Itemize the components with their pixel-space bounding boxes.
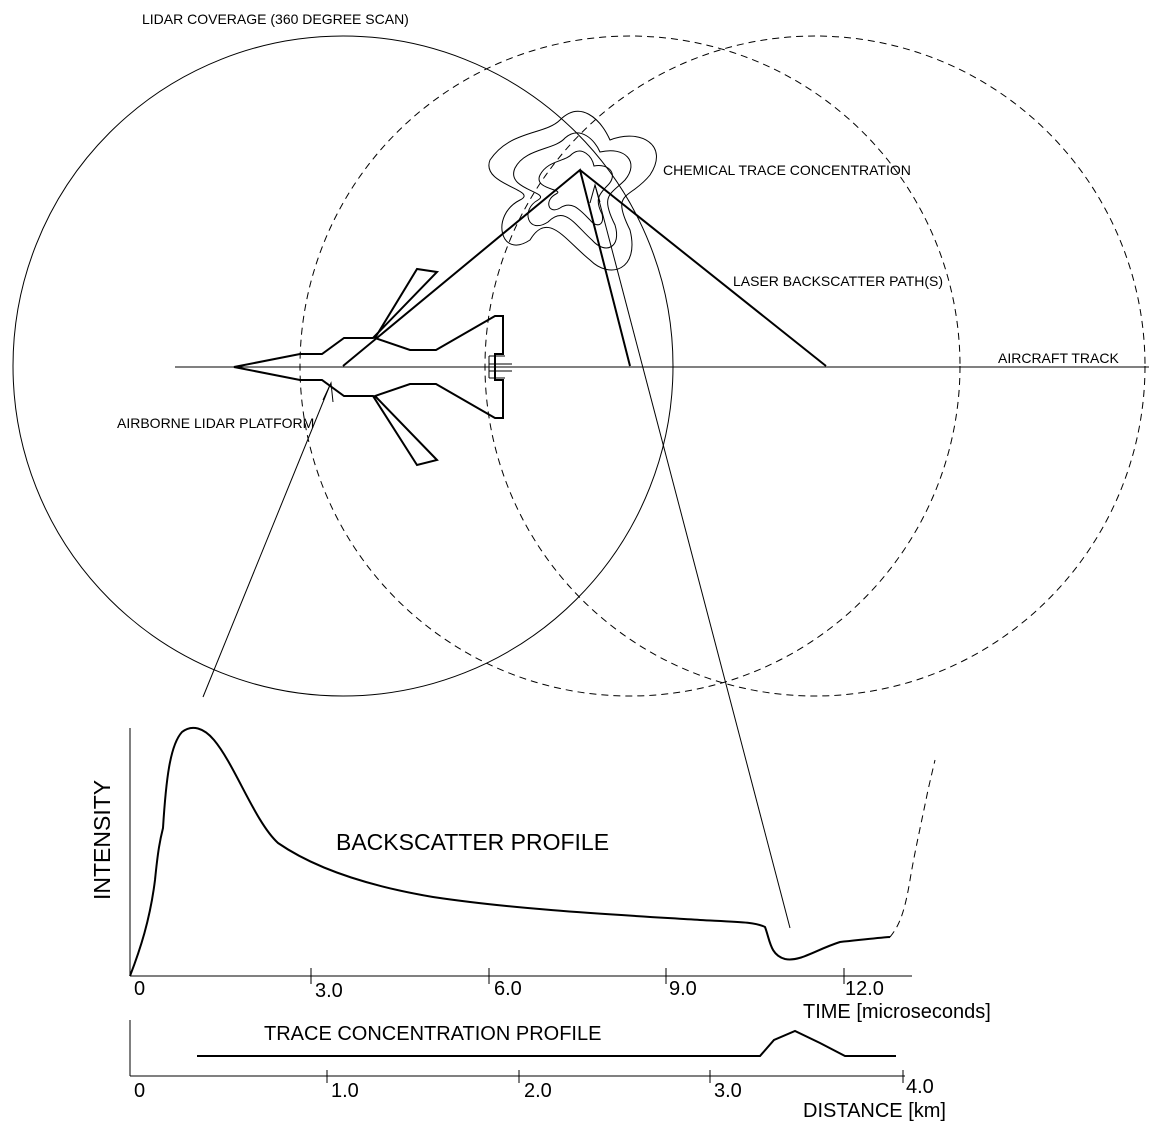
- lidar-coverage-label: LIDAR COVERAGE (360 DEGREE SCAN): [142, 11, 409, 27]
- laser-path-right: [579, 169, 827, 367]
- trace-concentration-curve: [197, 1029, 896, 1057]
- distance-axis-ticks: [326, 1070, 904, 1083]
- chemical-trace-label: CHEMICAL TRACE CONCENTRATION: [663, 162, 911, 178]
- engine-nozzles: [488, 355, 512, 379]
- aircraft-track-label: AIRCRAFT TRACK: [998, 350, 1119, 366]
- trace-contour-middle: [513, 132, 632, 249]
- lidar-coverage-circle: [12, 35, 674, 697]
- laser-path-left: [342, 168, 631, 367]
- coverage-circle-dashed-right: [484, 35, 1146, 697]
- time-tick-9: 9.0: [669, 978, 697, 1000]
- trace-profile-label: TRACE CONCENTRATION PROFILE: [264, 1023, 601, 1045]
- coverage-circle-dashed-middle: [299, 35, 961, 697]
- aircraft-outline: [233, 267, 504, 467]
- distance-axis-label: DISTANCE [km]: [803, 1100, 946, 1122]
- backscatter-curve-dashed: [889, 759, 936, 938]
- trace-callout-arrowhead: [589, 183, 601, 204]
- time-axis-label: TIME [microseconds]: [803, 1001, 991, 1023]
- distance-tick-0: 0: [134, 1080, 145, 1102]
- time-axis-ticks: [310, 968, 845, 984]
- time-tick-0: 0: [134, 978, 145, 1000]
- distance-tick-2: 2.0: [524, 1080, 552, 1102]
- backscatter-curve: [129, 726, 891, 977]
- distance-tick-1: 1.0: [331, 1080, 359, 1102]
- laser-backscatter-label: LASER BACKSCATTER PATH(S): [733, 273, 943, 289]
- intensity-label: INTENSITY: [89, 780, 115, 900]
- distance-tick-3: 3.0: [714, 1080, 742, 1102]
- time-tick-6: 6.0: [494, 978, 522, 1000]
- airborne-platform-label: AIRBORNE LIDAR PLATFORM: [117, 415, 314, 431]
- time-tick-3: 3.0: [315, 980, 343, 1002]
- trace-contour-outer: [488, 110, 657, 271]
- distance-tick-4: 4.0: [906, 1076, 934, 1098]
- trace-contour-inner: [538, 150, 613, 226]
- backscatter-profile-label: BACKSCATTER PROFILE: [336, 829, 609, 855]
- platform-callout-line: [202, 384, 331, 698]
- platform-callout-arrowhead: [322, 381, 334, 403]
- trace-callout-line: [594, 184, 791, 929]
- time-tick-12: 12.0: [845, 978, 884, 1000]
